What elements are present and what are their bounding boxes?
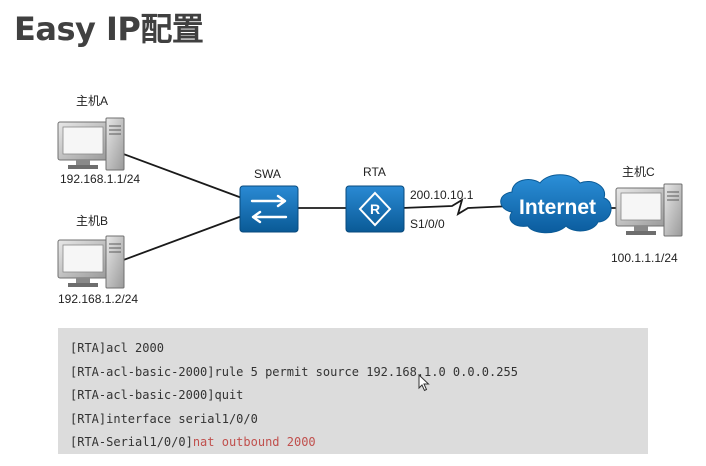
mouse-cursor-icon	[418, 374, 430, 392]
host-a-name: 主机A	[76, 94, 109, 108]
host-a-pc-icon	[57, 117, 125, 171]
svg-text:R: R	[370, 201, 380, 217]
internet-label: Internet	[519, 196, 597, 219]
router-ip-label: 200.10.10.1	[410, 188, 474, 202]
host-b-name: 主机B	[76, 214, 109, 228]
code-line-5: [RTA-Serial1/0/0]nat outbound 2000	[70, 435, 316, 449]
link-hostb-swa	[117, 215, 243, 263]
router-rta-label: RTA	[363, 165, 386, 179]
switch-swa-label: SWA	[254, 167, 281, 181]
code-highlight: nat outbound 2000	[192, 435, 316, 449]
page-title: Easy IP配置	[14, 10, 204, 48]
link-hosta-swa	[117, 151, 243, 199]
cli-code-block: [RTA]acl 2000 [RTA-acl-basic-2000]rule 5…	[58, 328, 648, 454]
router-rta-icon: R	[345, 185, 405, 233]
code-line-2: [RTA-acl-basic-2000]rule 5 permit source…	[70, 364, 518, 379]
code-line-3: [RTA-acl-basic-2000]quit	[70, 388, 244, 402]
host-a-ip: 192.168.1.1/24	[60, 172, 141, 186]
code-line-4: [RTA]interface serial1/0/0	[70, 411, 258, 426]
host-b-ip: 192.168.1.2/24	[58, 292, 139, 306]
host-c-name: 主机C	[622, 165, 655, 179]
router-interface-label: S1/0/0	[410, 217, 445, 231]
switch-swa-icon	[239, 185, 299, 233]
host-b-pc-icon	[57, 235, 125, 289]
host-c-pc-icon	[615, 183, 683, 237]
code-line-1: [RTA]acl 2000	[70, 341, 164, 355]
internet-cloud-icon	[500, 174, 612, 234]
link-rta-internet-serial	[401, 198, 513, 216]
network-topology: R	[57, 117, 683, 289]
host-c-ip: 100.1.1.1/24	[611, 251, 678, 265]
